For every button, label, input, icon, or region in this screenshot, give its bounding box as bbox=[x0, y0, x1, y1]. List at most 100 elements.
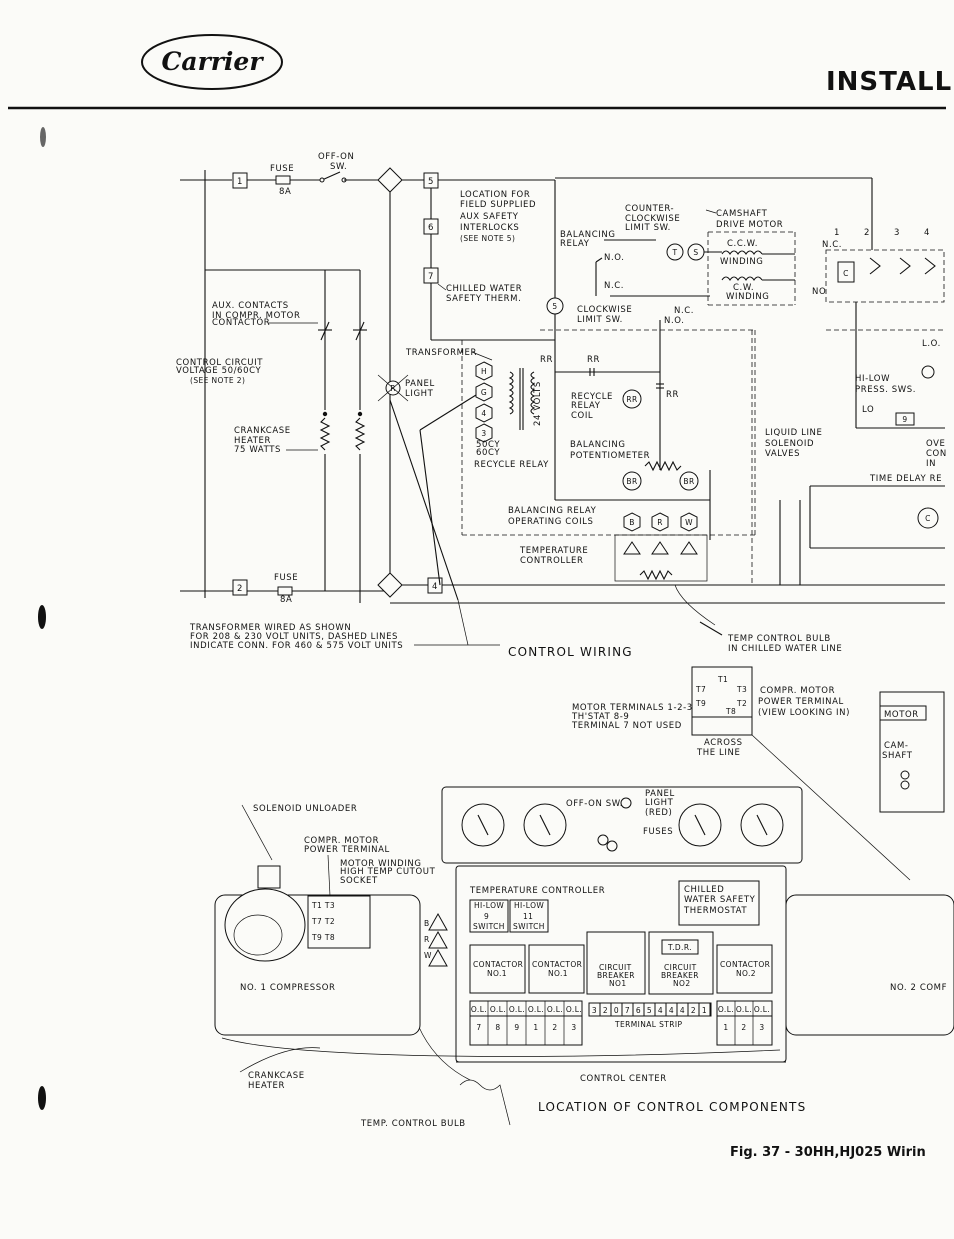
circuit-breaker-1-no: NO1 bbox=[609, 979, 627, 988]
balancing-pot-label: BALANCING bbox=[570, 440, 626, 450]
edge-ov: OVE bbox=[926, 439, 946, 449]
fuse-bottom-rating: 8A bbox=[280, 595, 292, 605]
motor-terminal-diagram: T1 T7 T3 T9 T2 T8 MOTOR TERMINALS 1-2-3 … bbox=[571, 666, 945, 881]
terminal-1: 1 bbox=[237, 177, 243, 187]
step-3: 3 bbox=[894, 228, 900, 238]
cw-no: N.O. bbox=[664, 316, 685, 326]
lo-label: L.O. bbox=[922, 339, 941, 349]
overload-number: 3 bbox=[759, 1023, 764, 1032]
chilled-safety-label: CHILLED bbox=[684, 885, 724, 895]
overload-label: O.L. bbox=[490, 1005, 506, 1014]
balancing-relay-label: BALANCING bbox=[560, 230, 616, 240]
overload-number: 2 bbox=[741, 1023, 746, 1032]
terminal-strip-number: 5 bbox=[647, 1006, 652, 1015]
transformer-note-1: TRANSFORMER WIRED AS SHOWN bbox=[189, 623, 351, 633]
hi-low-switch-b: HI-LOW bbox=[514, 901, 544, 910]
across-line-label: ACROSS bbox=[704, 738, 743, 748]
liquid-line-label: LIQUID LINE bbox=[765, 428, 822, 438]
ccw-limit-label-3: LIMIT SW. bbox=[625, 223, 671, 233]
contactor-1a-no: NO.1 bbox=[487, 969, 507, 978]
time-delay-label: TIME DELAY RE bbox=[869, 474, 942, 484]
temp-bulb-label: TEMP CONTROL BULB bbox=[727, 634, 831, 644]
overload-number: 9 bbox=[514, 1023, 519, 1032]
temp-controller-label-2: CONTROLLER bbox=[520, 556, 584, 566]
panel-light-symbol: R bbox=[390, 384, 396, 393]
panel-light-panel-label: PANEL bbox=[645, 789, 675, 799]
camshaft-drive-label-2: DRIVE MOTOR bbox=[716, 220, 783, 230]
field-supplied-label-1: LOCATION FOR bbox=[460, 190, 530, 200]
terminal-strip-number: 2 bbox=[603, 1006, 608, 1015]
cw-limit-label: CLOCKWISE bbox=[577, 305, 632, 315]
fuse-bottom-label: FUSE bbox=[274, 573, 298, 583]
terminal-strip-number: 4 bbox=[658, 1006, 663, 1015]
step-4: 4 bbox=[924, 228, 930, 238]
off-on-sw-panel-label: OFF-ON SW. bbox=[566, 799, 623, 809]
cw-limit-label-2: LIMIT SW. bbox=[577, 315, 623, 325]
circuit-breaker-2-b: BREAKER bbox=[661, 971, 699, 980]
terminal-strip-number: 3 bbox=[592, 1006, 597, 1015]
crankcase-label-2: HEATER bbox=[248, 1081, 285, 1091]
figure-caption: Fig. 37 - 30HH,HJ025 Wirin bbox=[730, 1145, 926, 1160]
overload-label: O.L. bbox=[566, 1005, 582, 1014]
balancing-relay-coils-label: BALANCING RELAY bbox=[508, 506, 597, 516]
terminal-5-circle: 5 bbox=[552, 302, 557, 311]
motor-terminals-label-2: TH'STAT 8-9 bbox=[571, 712, 629, 722]
recycle-relay-coil-label: RECYCLE bbox=[571, 392, 613, 402]
volts-24-label: 24 VOLTS bbox=[533, 381, 543, 426]
binder-hole bbox=[38, 1086, 46, 1110]
control-wiring-schematic: 1 2 FUSE 8A FUSE 8A OFF-ON SW. 5 6 7 4 bbox=[176, 152, 946, 659]
compr-power-terminal-label-2: POWER TERMINAL bbox=[304, 845, 390, 855]
hi-low-switch-b-label: SWITCH bbox=[513, 922, 545, 931]
overload-label: O.L. bbox=[736, 1005, 752, 1014]
contactor-1b: CONTACTOR bbox=[532, 960, 582, 969]
recycle-relay-coil-label-2: RELAY bbox=[571, 401, 601, 411]
compr-power-label: COMPR. MOTOR bbox=[760, 686, 835, 696]
no2-compressor-label: NO. 2 COMF bbox=[890, 983, 947, 993]
off-on-switch-label: OFF-ON bbox=[318, 152, 354, 162]
off-on-switch-label-2: SW. bbox=[330, 162, 347, 172]
across-line-label-2: THE LINE bbox=[696, 748, 740, 758]
crankcase-heater-label-3: 75 WATTS bbox=[234, 445, 281, 455]
overload-number: 8 bbox=[495, 1023, 500, 1032]
terminal-strip-number: 4 bbox=[680, 1006, 685, 1015]
camshaft-drive-label: CAMSHAFT bbox=[716, 209, 768, 219]
svg-text:T7 T2: T7 T2 bbox=[311, 917, 335, 926]
control-voltage-label: CONTROL CIRCUIT bbox=[176, 358, 263, 368]
terminal-strip-number: 2 bbox=[691, 1006, 696, 1015]
fuse-top-rating: 8A bbox=[279, 187, 291, 197]
hi-low-switch-a-label: SWITCH bbox=[473, 922, 505, 931]
svg-text:T1: T1 bbox=[717, 675, 728, 684]
transformer-tap-4: 4 bbox=[481, 409, 486, 418]
overload-number: 2 bbox=[552, 1023, 557, 1032]
components-caption: LOCATION OF CONTROL COMPONENTS bbox=[538, 1100, 806, 1114]
contactor-1a: CONTACTOR bbox=[473, 960, 523, 969]
overload-label: O.L. bbox=[528, 1005, 544, 1014]
transformer-tap-h: H bbox=[481, 367, 487, 376]
coil-w: W bbox=[685, 518, 693, 527]
brw-r: R bbox=[424, 935, 430, 944]
transformer-tap-g: G bbox=[481, 388, 487, 397]
motor-box-label: MOTOR bbox=[884, 710, 919, 720]
field-supplied-label-2: FIELD SUPPLIED bbox=[460, 200, 536, 210]
field-supplied-label-3: AUX SAFETY bbox=[460, 212, 519, 222]
binder-mark bbox=[40, 127, 46, 147]
transformer-tap-3: 3 bbox=[481, 429, 486, 438]
compr-power-label-2: POWER TERMINAL bbox=[758, 697, 844, 707]
cy-60-label: 60CY bbox=[476, 448, 500, 458]
cam-label-2: SHAFT bbox=[882, 751, 913, 761]
step-c: C bbox=[843, 269, 849, 278]
compr-power-label-3: (VIEW LOOKING IN) bbox=[758, 708, 850, 718]
terminal-strip-label: TERMINAL STRIP bbox=[614, 1020, 682, 1029]
tdr-c: C bbox=[925, 514, 931, 523]
no1-compressor-label: NO. 1 COMPRESSOR bbox=[240, 983, 336, 993]
transformer-label: TRANSFORMER bbox=[405, 348, 477, 358]
temp-control-bulb-label: TEMP. CONTROL BULB bbox=[360, 1119, 466, 1129]
panel-light-panel-label-2: LIGHT bbox=[645, 798, 674, 808]
step-1: 1 bbox=[834, 228, 840, 238]
chilled-water-therm-label: CHILLED WATER bbox=[446, 284, 522, 294]
fuses-label: FUSES bbox=[643, 827, 673, 837]
temp-bulb-label-2: IN CHILLED WATER LINE bbox=[728, 644, 842, 654]
svg-text:T9: T9 bbox=[695, 699, 706, 708]
crankcase-heater-label-2: HEATER bbox=[234, 436, 271, 446]
chilled-safety-label-2: WATER SAFETY bbox=[684, 895, 756, 905]
